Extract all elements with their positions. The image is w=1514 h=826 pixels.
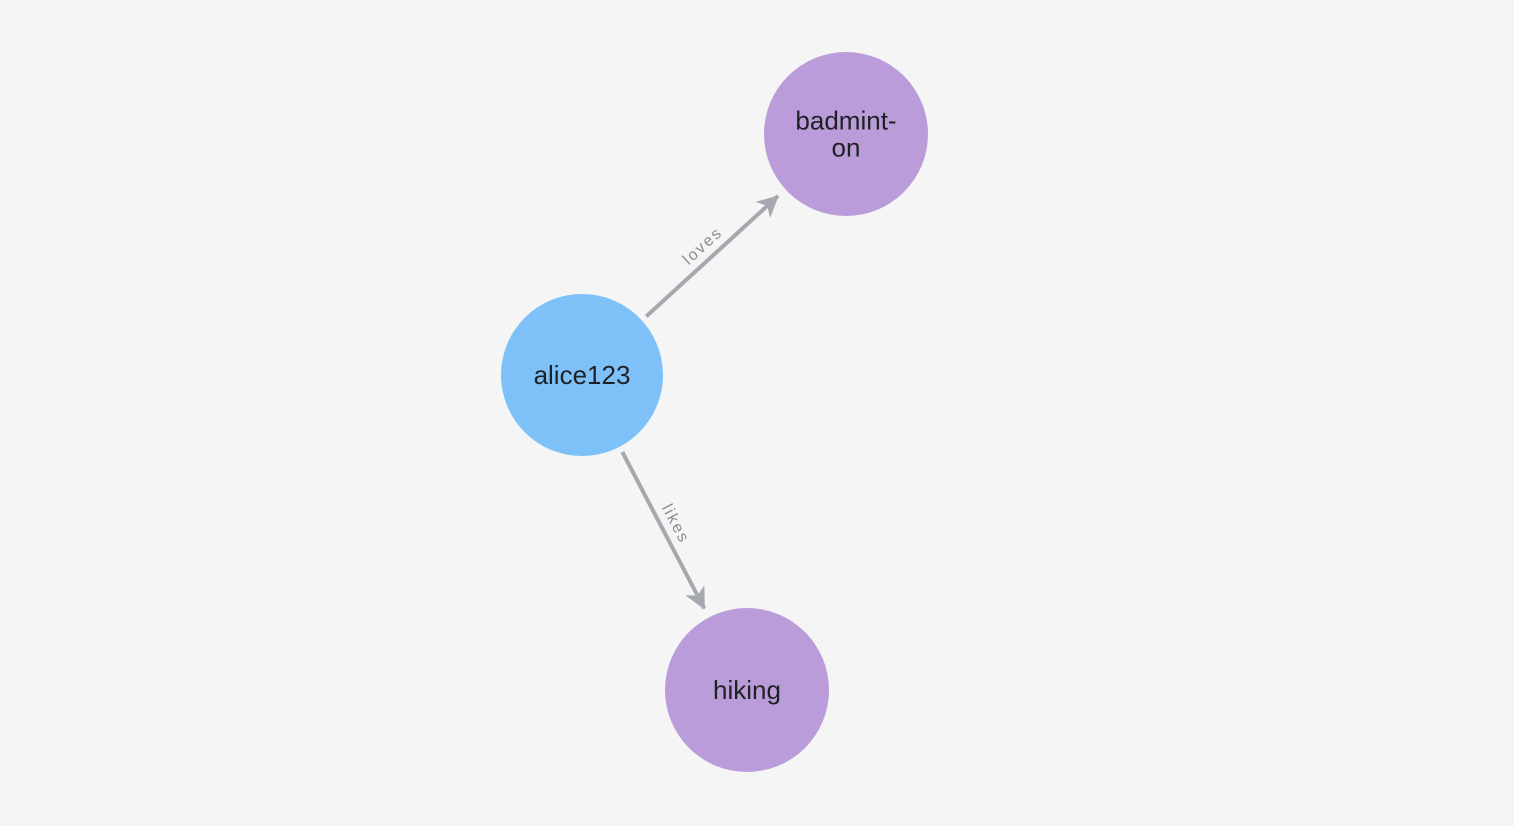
- edge-line: [644, 194, 780, 318]
- node-circle: [665, 608, 829, 772]
- graph-node[interactable]: hiking: [665, 608, 829, 772]
- node-label: alice123: [534, 360, 631, 390]
- edge-label: likes: [658, 501, 693, 546]
- node-circle: [501, 294, 663, 456]
- edge-label: loves: [680, 224, 726, 268]
- nodes-layer: alice123 badmint-on hiking: [501, 52, 928, 772]
- graph-node[interactable]: alice123: [501, 294, 663, 456]
- node-label: badmint-on: [795, 106, 896, 163]
- graph-node[interactable]: badmint-on: [764, 52, 928, 216]
- graph-edge[interactable]: loves: [644, 194, 780, 318]
- graph-edge[interactable]: likes: [620, 451, 707, 610]
- node-label: hiking: [713, 675, 781, 705]
- edge-line: [620, 451, 707, 610]
- node-circle: [764, 52, 928, 216]
